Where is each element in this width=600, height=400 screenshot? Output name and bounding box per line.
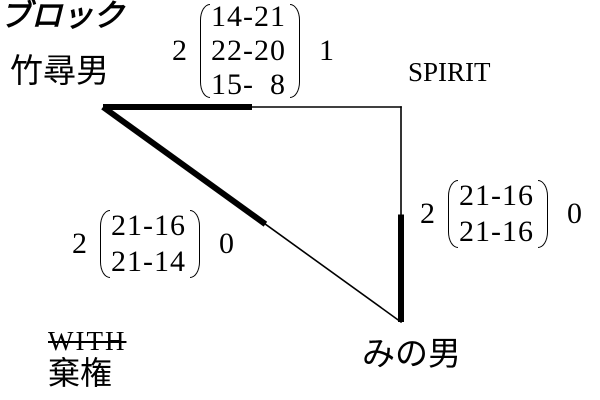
block-title: ブロック — [0, 0, 124, 33]
sets-won-left: 2 — [72, 227, 87, 260]
right-bracket — [290, 4, 300, 98]
sets-won-right: 0 — [219, 227, 234, 260]
match-score-top: 2 14-21 22-20 15- 8 1 — [172, 0, 334, 102]
sets-won-right: 0 — [567, 197, 582, 230]
left-bracket — [448, 180, 458, 248]
right-bracket — [538, 180, 548, 248]
game-scores: 21-16 21-14 — [110, 208, 186, 280]
game-score-row: 15- 8 — [211, 68, 286, 101]
left-bracket — [100, 210, 110, 278]
sets-won-left: 2 — [172, 34, 187, 67]
game-scores: 21-16 21-16 — [458, 178, 534, 250]
sets-won-right: 1 — [319, 34, 334, 67]
right-bracket — [190, 210, 200, 278]
game-scores: 14-21 22-20 15- 8 — [210, 0, 286, 102]
team-name-top-right: SPIRIT — [408, 57, 491, 87]
game-score-row: 22-20 — [211, 34, 286, 67]
withdrawal-note: 棄権 — [48, 355, 113, 391]
game-score-row: 21-14 — [111, 245, 186, 278]
team-name-top-left: 竹尋男 — [10, 54, 109, 90]
game-score-row: 21-16 — [111, 209, 186, 242]
sets-won-left: 2 — [420, 197, 435, 230]
game-score-row: 21-16 — [459, 179, 534, 212]
game-score-row: 14-21 — [211, 0, 286, 33]
match-line-loser-half — [264, 223, 403, 324]
match-score-diagonal: 2 21-16 21-14 0 — [72, 208, 234, 280]
match-score-right: 2 21-16 21-16 0 — [420, 178, 582, 250]
match-line-winner-half — [101, 104, 268, 227]
game-score-row: 21-16 — [459, 215, 534, 248]
team-name-bottom-right: みの男 — [362, 337, 461, 373]
left-bracket — [200, 4, 210, 98]
team-name-bottom-left: WITH — [48, 326, 127, 356]
